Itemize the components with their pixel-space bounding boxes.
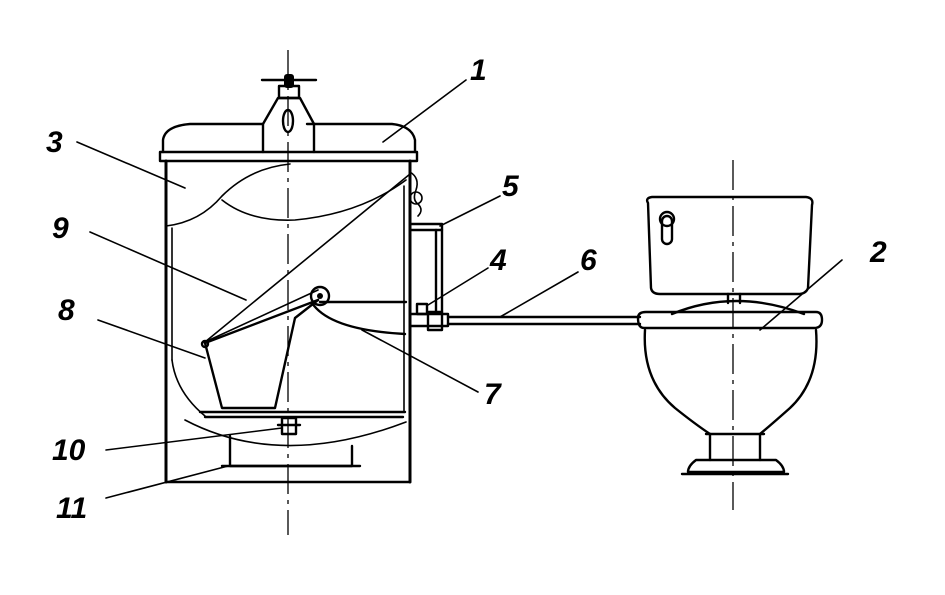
callout-labels: 1 2 3 4 5 6 7 8 9 10 11 <box>46 54 887 525</box>
label-3: 3 <box>46 126 63 159</box>
label-8: 8 <box>58 294 75 327</box>
leader-lines <box>76 79 843 499</box>
label-9: 9 <box>52 212 69 245</box>
guide-plate <box>310 300 408 336</box>
label-1: 1 <box>470 54 487 87</box>
connection-pipe <box>446 315 642 326</box>
side-pipe <box>408 222 450 332</box>
label-4: 4 <box>489 244 507 277</box>
label-11: 11 <box>56 492 87 525</box>
label-6: 6 <box>580 244 597 277</box>
top-valve <box>260 74 318 154</box>
label-5: 5 <box>502 170 520 203</box>
label-2: 2 <box>869 236 887 269</box>
center-axes <box>287 50 734 535</box>
label-10: 10 <box>52 434 86 467</box>
reservoir-tank <box>158 122 419 484</box>
pivot-and-cable <box>204 171 423 343</box>
label-7: 7 <box>484 378 502 411</box>
drain-valve <box>276 416 302 436</box>
toilet-bowl <box>636 195 824 476</box>
